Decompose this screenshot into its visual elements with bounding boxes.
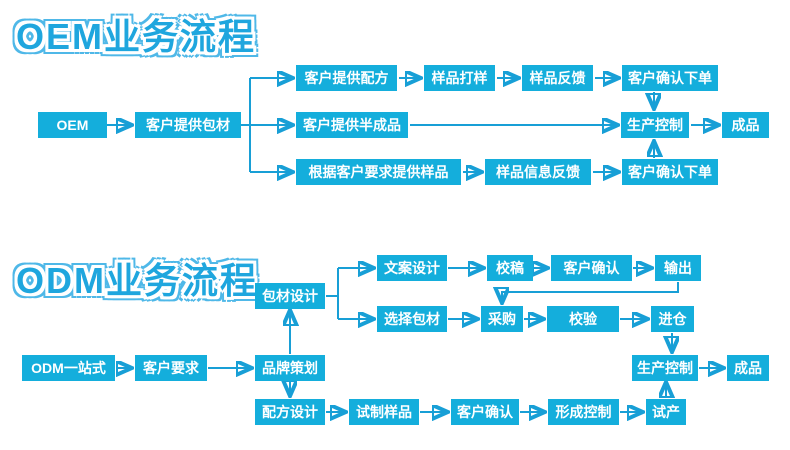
- node-trial-samples: 试制样品: [349, 399, 419, 425]
- node-customer-provides-packaging: 客户提供包材: [135, 112, 241, 138]
- node-sample-proofing: 样品打样: [424, 65, 495, 91]
- node-customer-confirm-top: 客户确认: [551, 255, 632, 281]
- node-finished-product-odm: 成品: [727, 355, 769, 381]
- node-brand-planning: 品牌策划: [255, 355, 325, 381]
- node-sample-info-feedback: 样品信息反馈: [485, 159, 591, 185]
- node-trial-production: 试产: [646, 399, 686, 425]
- odm-flow-title: ODM业务流程: [16, 260, 258, 301]
- node-production-control-oem: 生产控制: [621, 112, 689, 138]
- node-verification: 校验: [547, 306, 619, 332]
- node-odm-one-stop: ODM一站式: [22, 355, 115, 381]
- oem-flow-title: OEM业务流程: [16, 16, 257, 57]
- node-output: 输出: [655, 255, 701, 281]
- node-customer-confirm-bottom: 客户确认: [451, 399, 519, 425]
- node-select-packaging: 选择包材: [377, 306, 447, 332]
- node-customer-provides-semifinished: 客户提供半成品: [296, 112, 408, 138]
- node-customer-confirms-order-top: 客户确认下单: [622, 65, 718, 91]
- node-provide-sample-per-request: 根据客户要求提供样品: [296, 159, 461, 185]
- node-production-control-odm: 生产控制: [632, 355, 698, 381]
- node-customer-requirements: 客户要求: [135, 355, 207, 381]
- node-packaging-design: 包材设计: [255, 283, 325, 309]
- node-copywriting-design: 文案设计: [377, 255, 447, 281]
- node-formula-design: 配方设计: [255, 399, 325, 425]
- node-forming-control: 形成控制: [548, 399, 619, 425]
- node-sample-feedback: 样品反馈: [522, 65, 593, 91]
- node-customer-provides-formula: 客户提供配方: [296, 65, 397, 91]
- node-oem: OEM: [38, 112, 107, 138]
- node-finished-product-oem: 成品: [722, 112, 769, 138]
- node-proofreading: 校稿: [487, 255, 533, 281]
- node-customer-confirms-order-bottom: 客户确认下单: [622, 159, 718, 185]
- node-purchasing: 采购: [481, 306, 523, 332]
- node-warehousing: 进仓: [651, 306, 694, 332]
